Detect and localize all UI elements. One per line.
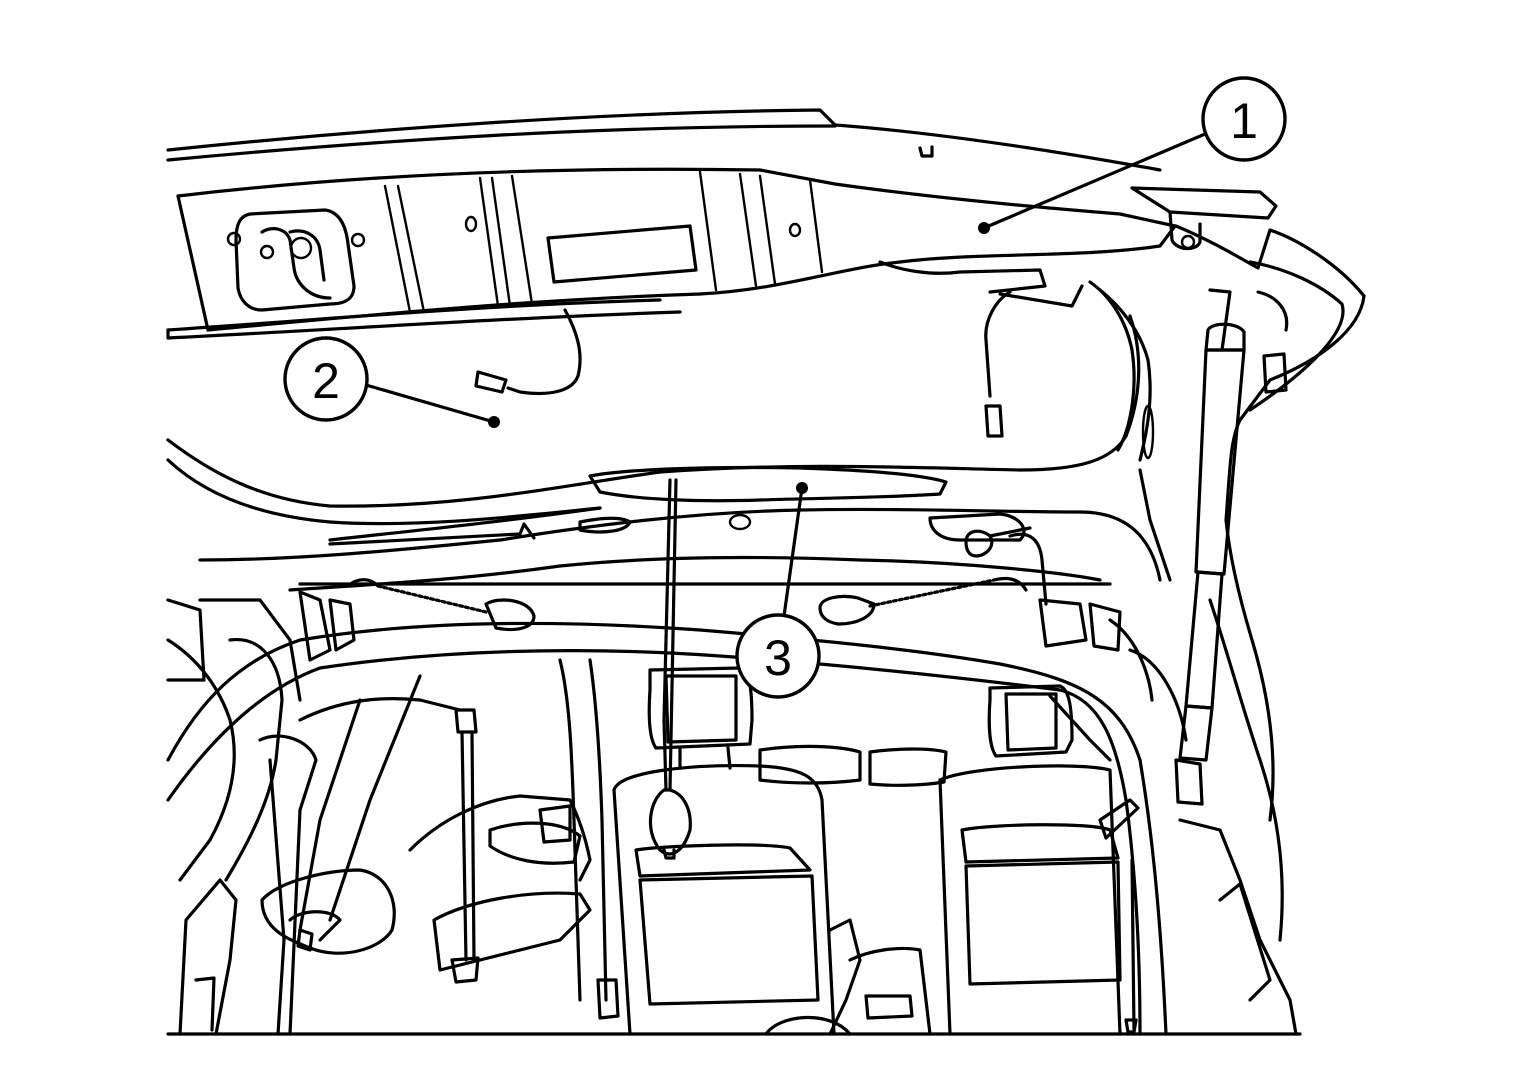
back-door-seal-bracket: [198, 465, 1162, 592]
callout-2: 2: [283, 336, 500, 428]
callout-2-circle: [283, 336, 369, 422]
gas-strut: [1174, 288, 1275, 822]
roof-header: [166, 108, 1278, 340]
back-door-opening: [166, 224, 1366, 582]
callout-3-circle: [735, 613, 821, 699]
callout-3: 3: [735, 482, 821, 699]
spring-right: [818, 526, 1048, 626]
callout-3-label: 3: [764, 630, 792, 686]
callout-1-dot: [978, 222, 990, 234]
callout-3-dot: [796, 482, 808, 494]
callout-2-dot: [488, 416, 500, 428]
callout-2-label: 2: [312, 353, 340, 409]
callout-1-label: 1: [1230, 93, 1258, 149]
callout-1-circle: [1201, 76, 1287, 162]
wiring-harness: [474, 280, 1152, 462]
callout-1: 1: [978, 76, 1287, 234]
spring-left: [348, 578, 536, 632]
interior-cabin: [166, 478, 1302, 1036]
